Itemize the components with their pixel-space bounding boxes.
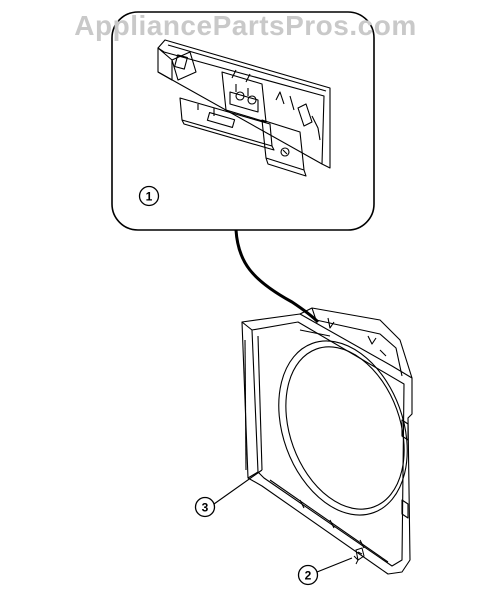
callout-1: 1 <box>138 185 160 207</box>
inset-frame <box>111 11 375 231</box>
callout-3: 3 <box>194 469 263 518</box>
callout-2: 2 <box>297 557 353 586</box>
control-panel-part <box>157 39 331 177</box>
front-frame-part <box>241 307 413 575</box>
callout-2-label: 2 <box>305 569 312 583</box>
clip-part <box>353 547 365 565</box>
callout-3-label: 3 <box>202 501 209 515</box>
callout-1-label: 1 <box>146 190 153 204</box>
wire-harness <box>234 229 320 324</box>
